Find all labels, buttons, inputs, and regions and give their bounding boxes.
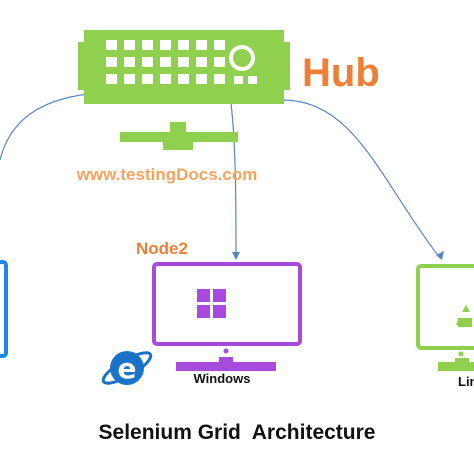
hub-server-icon: [78, 30, 290, 104]
connector-hub-to-linux-node: [281, 99, 441, 259]
hub-status-ring: [229, 45, 255, 71]
hub-indicator-lights: [234, 76, 257, 84]
diagram-title: Selenium Grid Architecture: [99, 421, 376, 444]
watermark-text: www.testingDocs.com: [76, 165, 258, 184]
arrowheads: [232, 251, 444, 260]
node2-label: Node2: [136, 239, 188, 258]
linux-label: Lin: [458, 374, 474, 389]
windows-logo-icon: [197, 289, 226, 318]
linux-monitor-icon: [416, 264, 474, 371]
internet-explorer-icon: e: [101, 351, 153, 385]
hub-port-grid: [106, 40, 225, 84]
windows-monitor-icon: [152, 262, 302, 371]
arrowhead-node2: [232, 252, 240, 260]
connector-hub-to-node2: [229, 94, 237, 259]
connector-hub-to-left-node: [0, 93, 89, 161]
network-connector-icon: [120, 122, 238, 150]
linux-recycle-icon: [456, 305, 472, 327]
svg-text:e: e: [118, 352, 137, 385]
windows-label: Windows: [194, 371, 251, 386]
connector-lines: [0, 93, 441, 259]
hub-label: Hub: [302, 51, 380, 95]
arrowhead-linux-node: [436, 251, 444, 260]
left-node-monitor-icon: [0, 260, 8, 358]
